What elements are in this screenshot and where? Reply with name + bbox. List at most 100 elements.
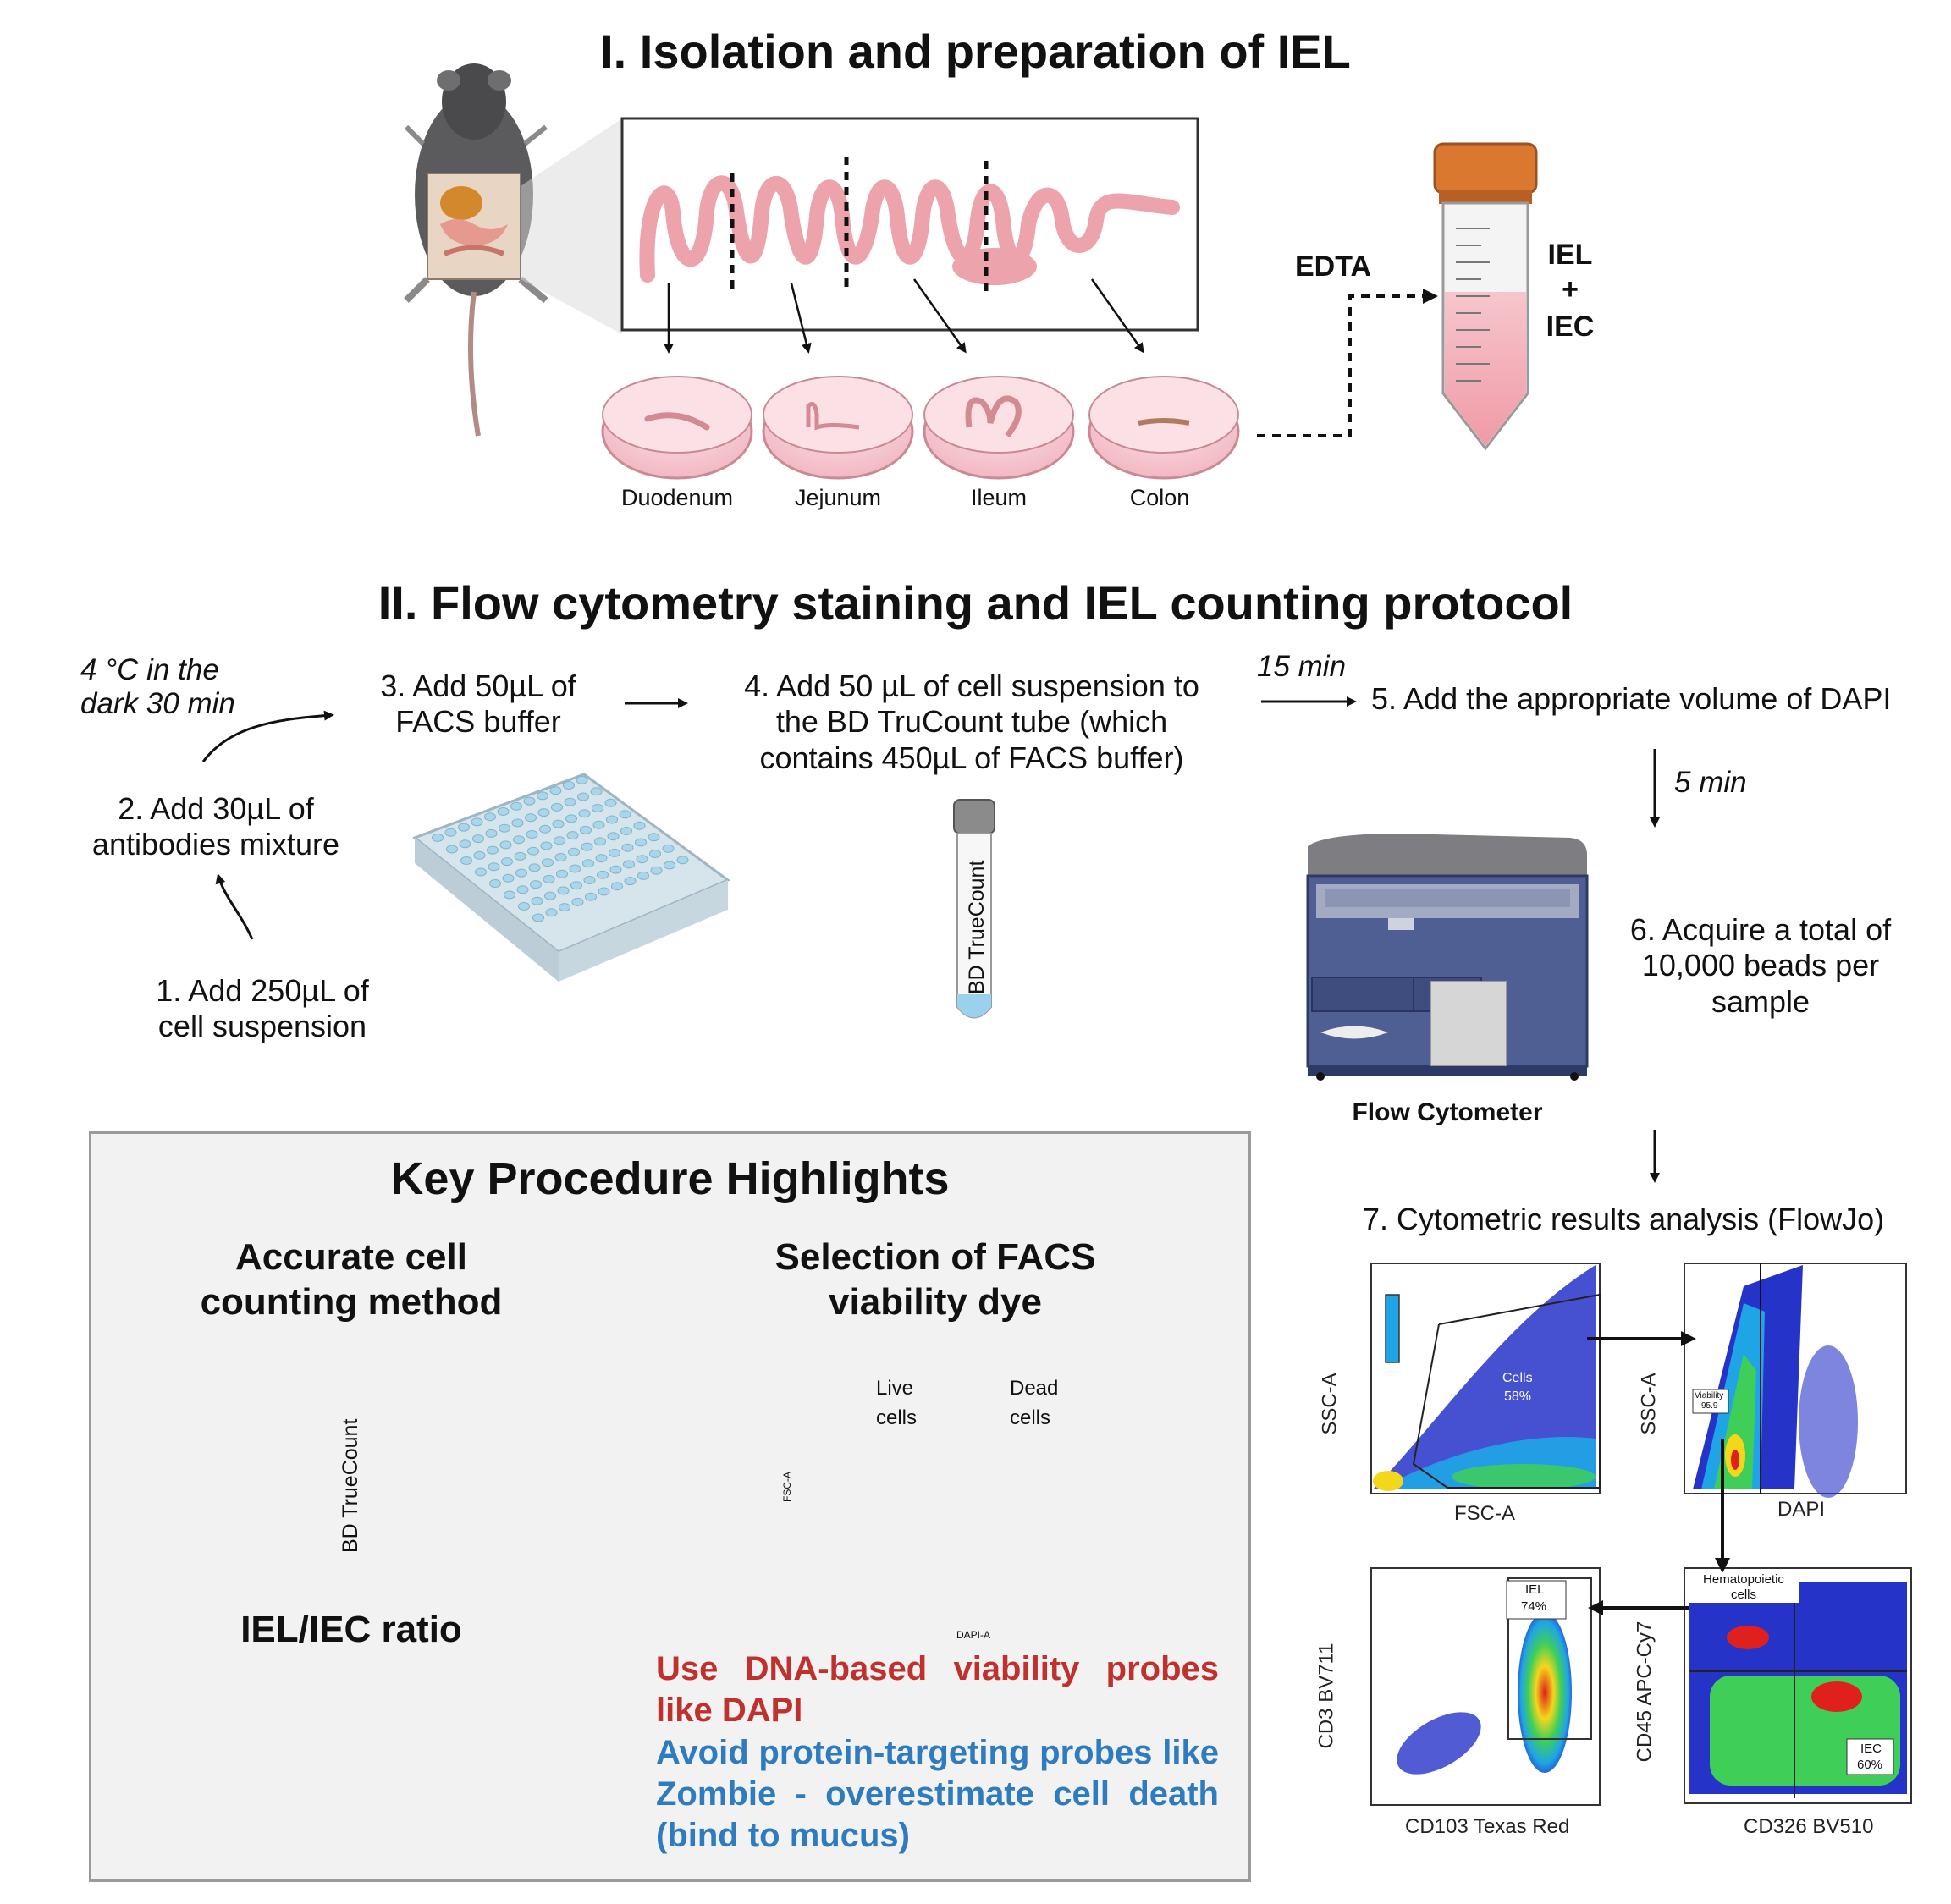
- plate-well: [635, 838, 647, 847]
- plate-well: [578, 809, 591, 818]
- falcon-tube: [1433, 142, 1538, 451]
- p2-ylabel: SSC-A: [1637, 1373, 1661, 1435]
- plate-well: [549, 786, 562, 795]
- step-2: 2. Add 30µL of antibodies mixture: [91, 791, 340, 862]
- plate-well: [582, 859, 594, 868]
- flow-cytometer-illustration: [1306, 834, 1589, 1081]
- tube-label-iel: IEL: [1547, 239, 1593, 271]
- plate-well: [539, 824, 551, 834]
- plot-fsc-ylabel: FSC-A: [781, 1472, 793, 1502]
- plate-well: [650, 866, 663, 875]
- p2-viability-pct: 95.9: [1701, 1401, 1718, 1411]
- plate-well: [637, 871, 649, 880]
- plate-well: [510, 801, 522, 811]
- step-3: 3. Add 50µL of FACS buffer: [380, 669, 576, 740]
- plate-well: [664, 861, 675, 870]
- plot-dead-cells-label: Dead cells: [1010, 1377, 1059, 1429]
- step-7: 7. Cytometric results analysis (FlowJo): [1363, 1202, 1885, 1236]
- intestine: [639, 175, 1180, 283]
- p3-ylabel: CD45 APC-Cy7: [1633, 1621, 1656, 1763]
- plate-well: [556, 869, 568, 878]
- plot-live-cells-label: Live cells: [876, 1377, 918, 1429]
- plate-well: [569, 864, 581, 873]
- plate-well: [459, 839, 471, 849]
- plate-well: [515, 868, 527, 878]
- plate-well: [551, 802, 563, 812]
- plate-well: [499, 823, 510, 833]
- plate-well: [611, 882, 623, 891]
- timing-15min: 15 min: [1257, 650, 1347, 683]
- timing-4c-30min: 4 °C in the dark 30 min: [80, 653, 235, 721]
- plate-well: [598, 887, 610, 896]
- key-trucount-label: BD TrueCount: [339, 1418, 362, 1553]
- plate-well: [472, 834, 484, 844]
- step-6: 6. Acquire a total of 10,000 beads per s…: [1629, 912, 1892, 1019]
- plate-well: [633, 821, 646, 830]
- tube-label-plus: +: [1562, 273, 1579, 305]
- plate-well: [662, 844, 675, 853]
- plate-well: [568, 847, 580, 856]
- plate-well: [475, 867, 487, 877]
- p1-cells-pct: 58%: [1504, 1389, 1532, 1404]
- mouse-illustration: [404, 63, 548, 437]
- dish-label-jejunum: Jejunum: [794, 485, 882, 510]
- section1-title: I. Isolation and preparation of IEL: [600, 25, 1351, 78]
- plate-well: [526, 830, 538, 839]
- plate-well: [585, 892, 597, 901]
- dish-label-duodenum: Duodenum: [620, 485, 734, 510]
- plate-well: [542, 858, 554, 867]
- plate-well: [624, 877, 637, 886]
- dish-label-ileum: Ileum: [970, 485, 1028, 510]
- plate-well: [554, 853, 567, 861]
- plate-well: [619, 810, 631, 819]
- plate-well: [523, 796, 536, 806]
- plate-well: [513, 835, 525, 845]
- p4-xlabel: CD103 Texas Red: [1405, 1815, 1570, 1838]
- plate-well: [607, 832, 620, 841]
- blue-highlight-text: Avoid protein-targeting probes like Zomb…: [656, 1734, 1219, 1854]
- gating-plot-cd103-cd3: [1370, 1567, 1601, 1806]
- red-highlight-text: Use DNA-based viability probes like DAPI: [656, 1650, 1219, 1729]
- flow-cytometer-label: Flow Cytometer: [1352, 1098, 1543, 1126]
- p3-iec-label: IEC: [1860, 1742, 1882, 1756]
- plate-well: [531, 896, 543, 905]
- plate-well: [458, 823, 470, 832]
- plate-well: [518, 902, 530, 911]
- plate-well: [532, 913, 544, 922]
- plate-well: [544, 891, 556, 900]
- plate-well: [648, 833, 660, 842]
- plate-well: [676, 856, 689, 865]
- plate-well: [460, 856, 472, 865]
- plate-well: [552, 819, 565, 828]
- p2-viability-label: Viability: [1695, 1391, 1724, 1400]
- plate-well: [502, 873, 515, 883]
- p1-cells-label: Cells: [1502, 1371, 1533, 1385]
- plate-well: [583, 876, 596, 884]
- plate-well: [580, 825, 592, 834]
- plate-well: [597, 870, 609, 879]
- plate-well: [636, 855, 648, 864]
- p1-xlabel: FSC-A: [1454, 1502, 1515, 1525]
- plate-well: [525, 813, 537, 823]
- p4-ylabel: CD3 BV711: [1314, 1643, 1338, 1749]
- dish-jejunum: [762, 376, 914, 480]
- plate-well: [487, 845, 499, 855]
- plate-well: [592, 820, 605, 829]
- plate-well: [540, 841, 553, 850]
- plate-well: [444, 828, 457, 837]
- plate-well: [497, 807, 510, 816]
- p3-iec-pct: 60%: [1857, 1758, 1883, 1772]
- plate-well: [504, 890, 515, 900]
- plate-well: [514, 851, 526, 861]
- plate-well: [571, 897, 584, 906]
- plate-well: [530, 880, 542, 889]
- plate-well: [563, 781, 575, 790]
- plot-dapi-xlabel: DAPI-A: [956, 1629, 991, 1641]
- plate-well: [623, 860, 635, 869]
- plate-well: [489, 879, 501, 888]
- key-title: Key Procedure Highlights: [390, 1153, 950, 1204]
- plate-well: [604, 798, 617, 807]
- plate-well: [576, 775, 588, 784]
- plate-well: [621, 843, 634, 852]
